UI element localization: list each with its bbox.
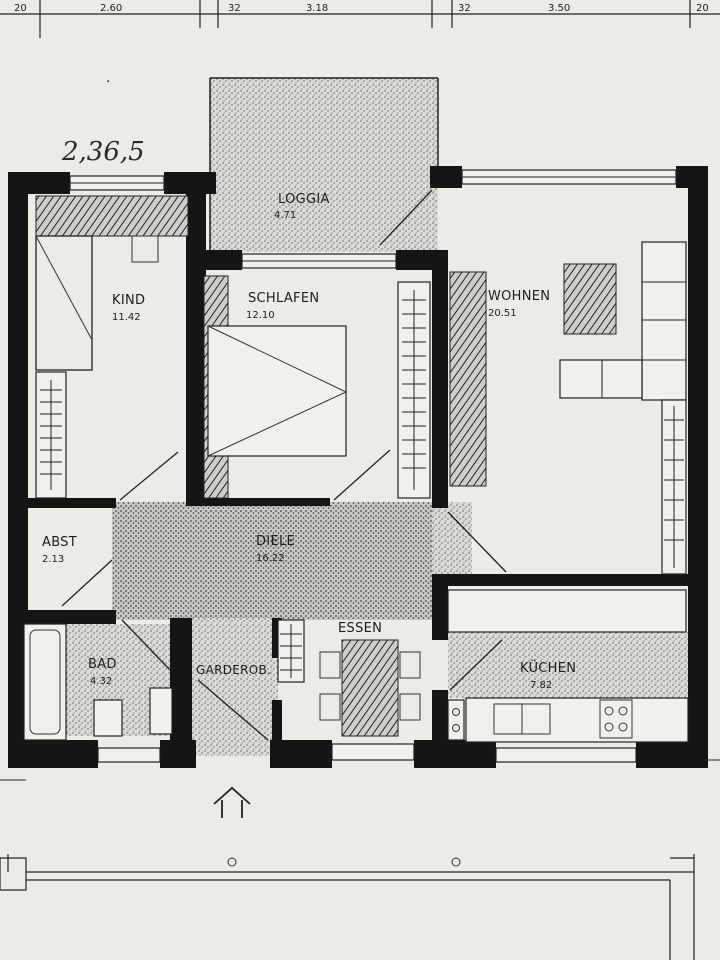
room-area: 12.10 bbox=[246, 310, 275, 321]
walls bbox=[8, 166, 708, 768]
room-label: ABST bbox=[42, 535, 77, 550]
building-outline-bottom bbox=[0, 759, 720, 960]
room-label: LOGGIA bbox=[278, 192, 330, 207]
essen-furniture: ESSEN bbox=[319, 621, 421, 737]
bad-fixtures: BAD 4.32 bbox=[23, 619, 173, 741]
room-label: GARDEROB. bbox=[196, 663, 271, 677]
windows bbox=[69, 169, 677, 763]
room-area: 4.71 bbox=[274, 210, 296, 221]
room-garderobe: GARDEROB. bbox=[196, 619, 305, 741]
handwritten-note: 2,36,5 bbox=[61, 137, 145, 167]
dim-label: 32 bbox=[228, 3, 241, 14]
room-kuechen bbox=[448, 632, 688, 698]
dim-label: 20 bbox=[14, 3, 27, 14]
room-label: WOHNEN bbox=[488, 289, 550, 304]
dim-label: 2.60 bbox=[100, 3, 122, 14]
dim-label: 20 bbox=[696, 3, 709, 14]
dimension-line-top: 20 2.60 32 3.18 32 3.50 20 bbox=[0, 0, 720, 38]
kind-furniture: KIND 11.42 bbox=[35, 195, 189, 501]
entrance-arrow-icon bbox=[213, 786, 251, 818]
room-area: 20.51 bbox=[488, 308, 517, 319]
wohnen-furniture: WOHNEN 20.51 bbox=[447, 241, 687, 575]
room-label: KÜCHEN bbox=[520, 659, 576, 676]
room-label: DIELE bbox=[256, 534, 295, 549]
dim-label: 3.18 bbox=[306, 3, 328, 14]
dim-label: 3.50 bbox=[548, 3, 570, 14]
room-abst: ABST 2.13 bbox=[42, 535, 113, 607]
room-area: 7.82 bbox=[530, 680, 552, 691]
room-label: KIND bbox=[112, 293, 145, 308]
dim-label: 32 bbox=[458, 3, 471, 14]
room-area: 11.42 bbox=[112, 312, 141, 323]
room-area: 2.13 bbox=[42, 554, 64, 565]
room-area: 16.22 bbox=[256, 553, 285, 564]
room-area: 4.32 bbox=[90, 676, 112, 687]
room-label: BAD bbox=[88, 657, 117, 672]
kuechen-furniture: KÜCHEN 7.82 bbox=[447, 589, 689, 743]
svg-text:.: . bbox=[106, 70, 110, 86]
room-label: ESSEN bbox=[338, 621, 382, 636]
schlafen-furniture: SCHLAFEN 12.10 bbox=[203, 275, 431, 501]
room-loggia: LOGGIA 4.71 bbox=[209, 77, 439, 252]
room-label: SCHLAFEN bbox=[248, 291, 319, 306]
